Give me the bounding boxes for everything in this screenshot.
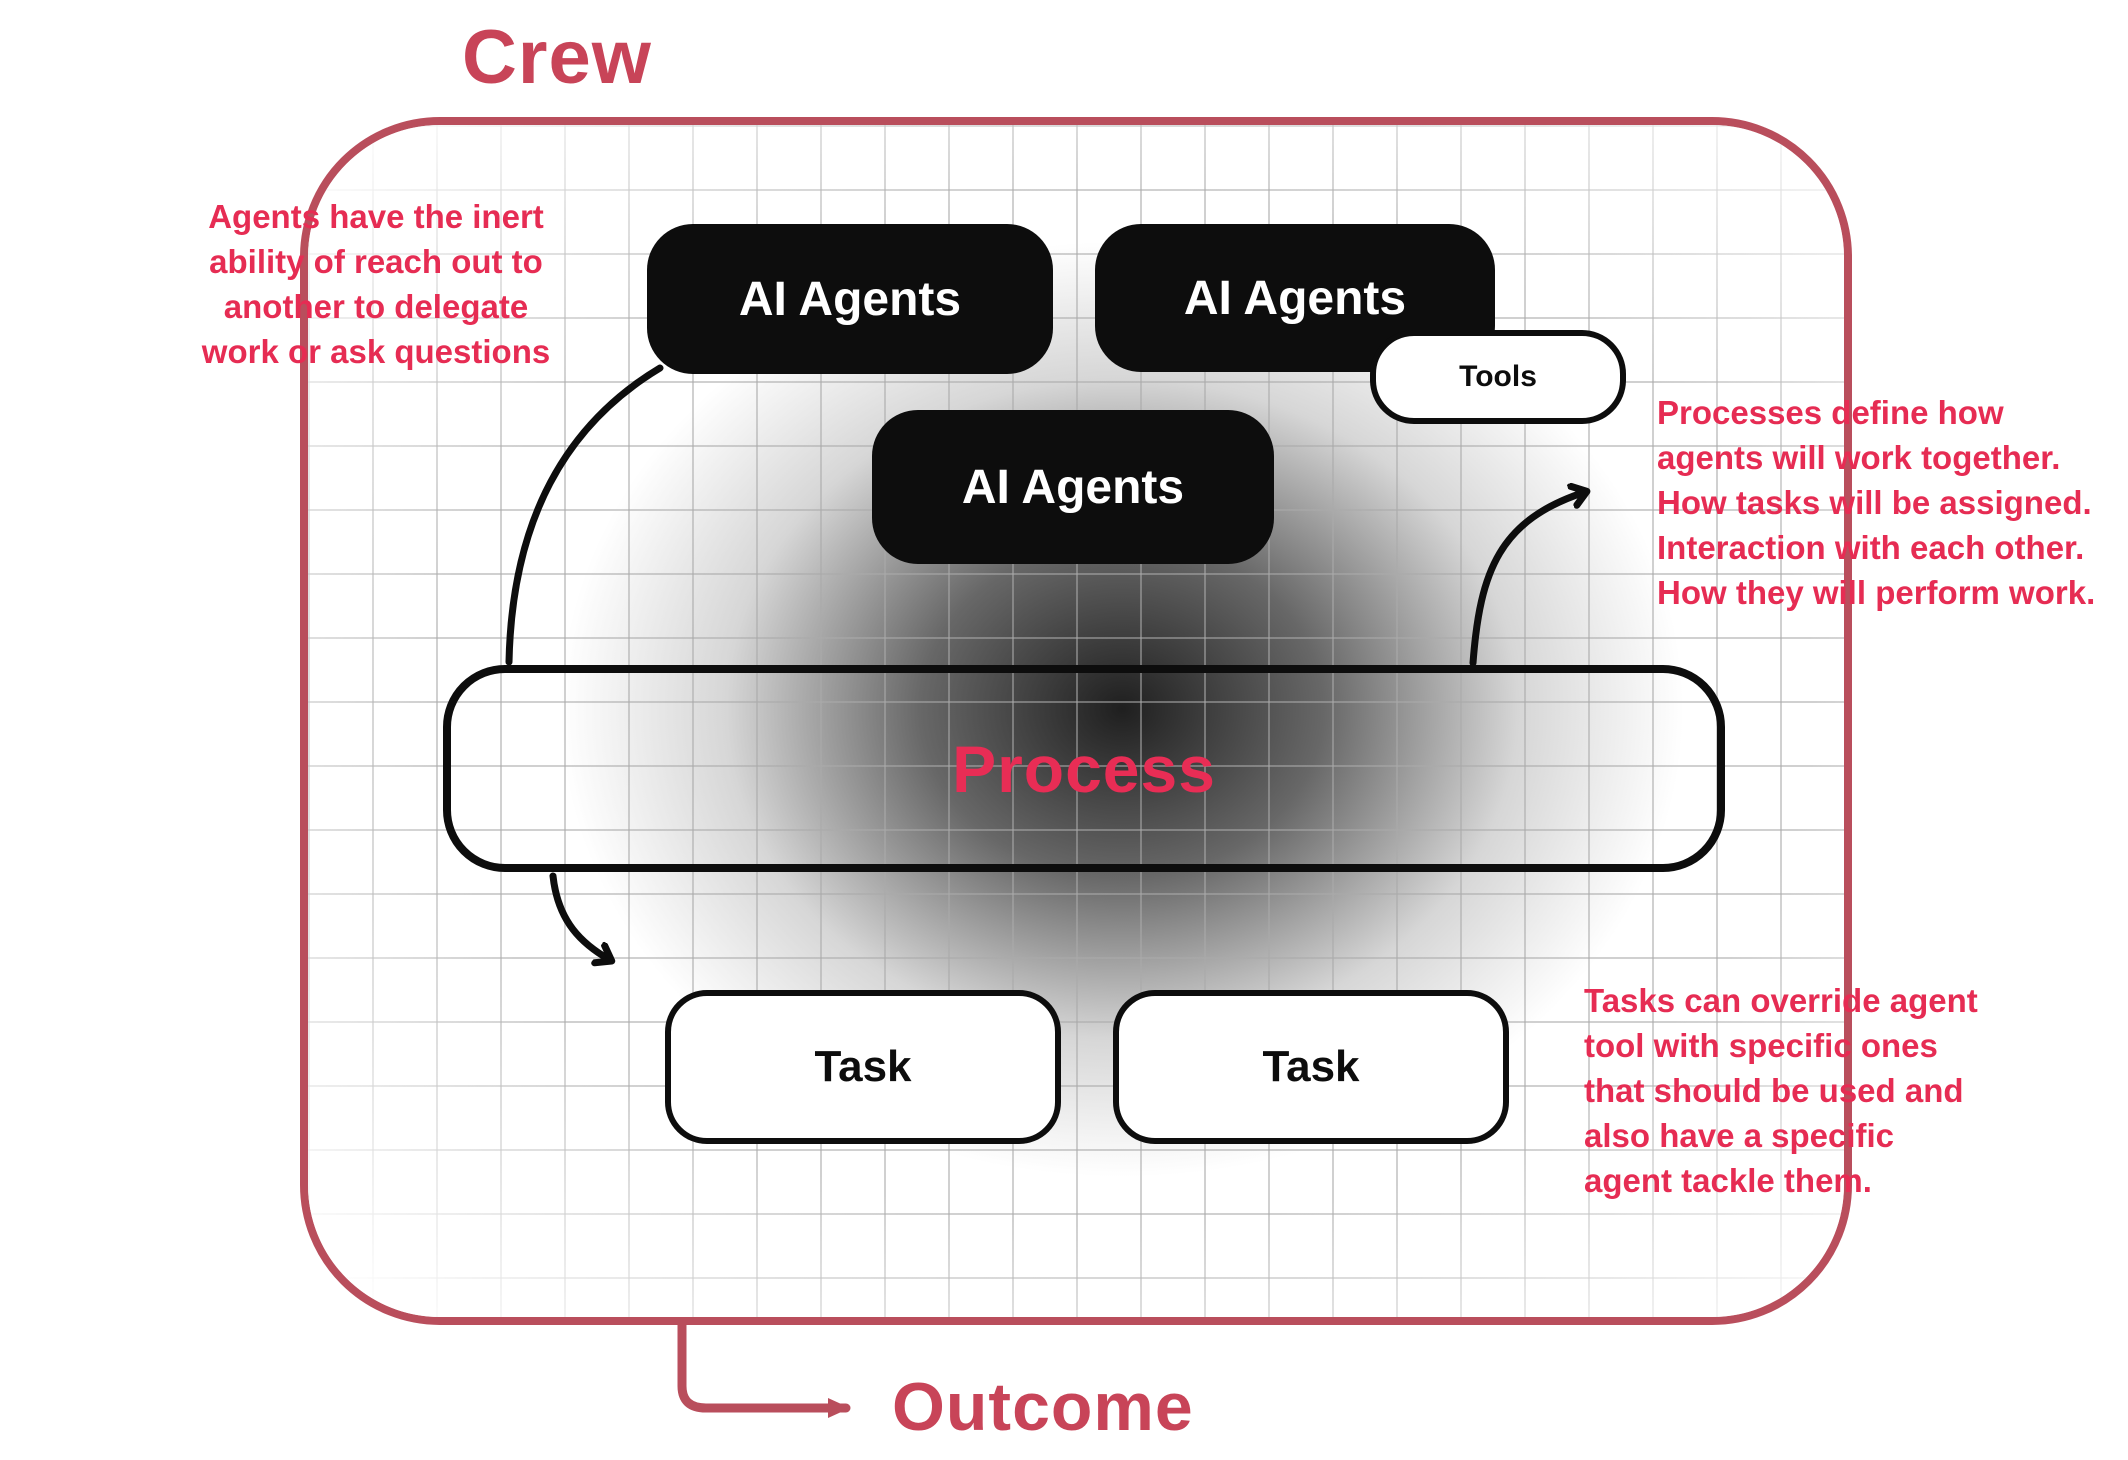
- task-box-1: Task: [665, 990, 1061, 1144]
- ai-agents-box-3-label: AI Agents: [961, 460, 1185, 514]
- ai-agents-box-3: AI Agents: [872, 410, 1274, 564]
- ai-agents-box-1: AI Agents: [647, 224, 1053, 374]
- ai-agents-box-1-label: AI Agents: [738, 272, 962, 326]
- crew-frame: [300, 117, 1852, 1325]
- process-box: Process: [443, 665, 1725, 872]
- task-box-2-label: Task: [1262, 1042, 1360, 1091]
- tools-box-label: Tools: [1459, 360, 1537, 393]
- annotation-task-override: Tasks can override agent tool with speci…: [1584, 982, 1978, 1199]
- outcome-connector-arrow: [677, 1318, 851, 1418]
- process-box-label: Process: [952, 731, 1216, 806]
- outcome-label: Outcome: [892, 1369, 1194, 1445]
- crew-label: Crew: [462, 15, 652, 100]
- task-box-2: Task: [1113, 990, 1509, 1144]
- ai-agents-box-2-label: AI Agents: [1183, 271, 1407, 325]
- grid-fade-overlay: [308, 125, 1844, 1317]
- annotation-delegation: Agents have the inert ability of reach o…: [201, 198, 551, 370]
- tools-box: Tools: [1370, 330, 1626, 424]
- ai-agents-box-2: AI Agents: [1095, 224, 1495, 372]
- annotation-process-definition: Processes define how agents will work to…: [1657, 394, 2096, 611]
- task-box-1-label: Task: [814, 1042, 912, 1091]
